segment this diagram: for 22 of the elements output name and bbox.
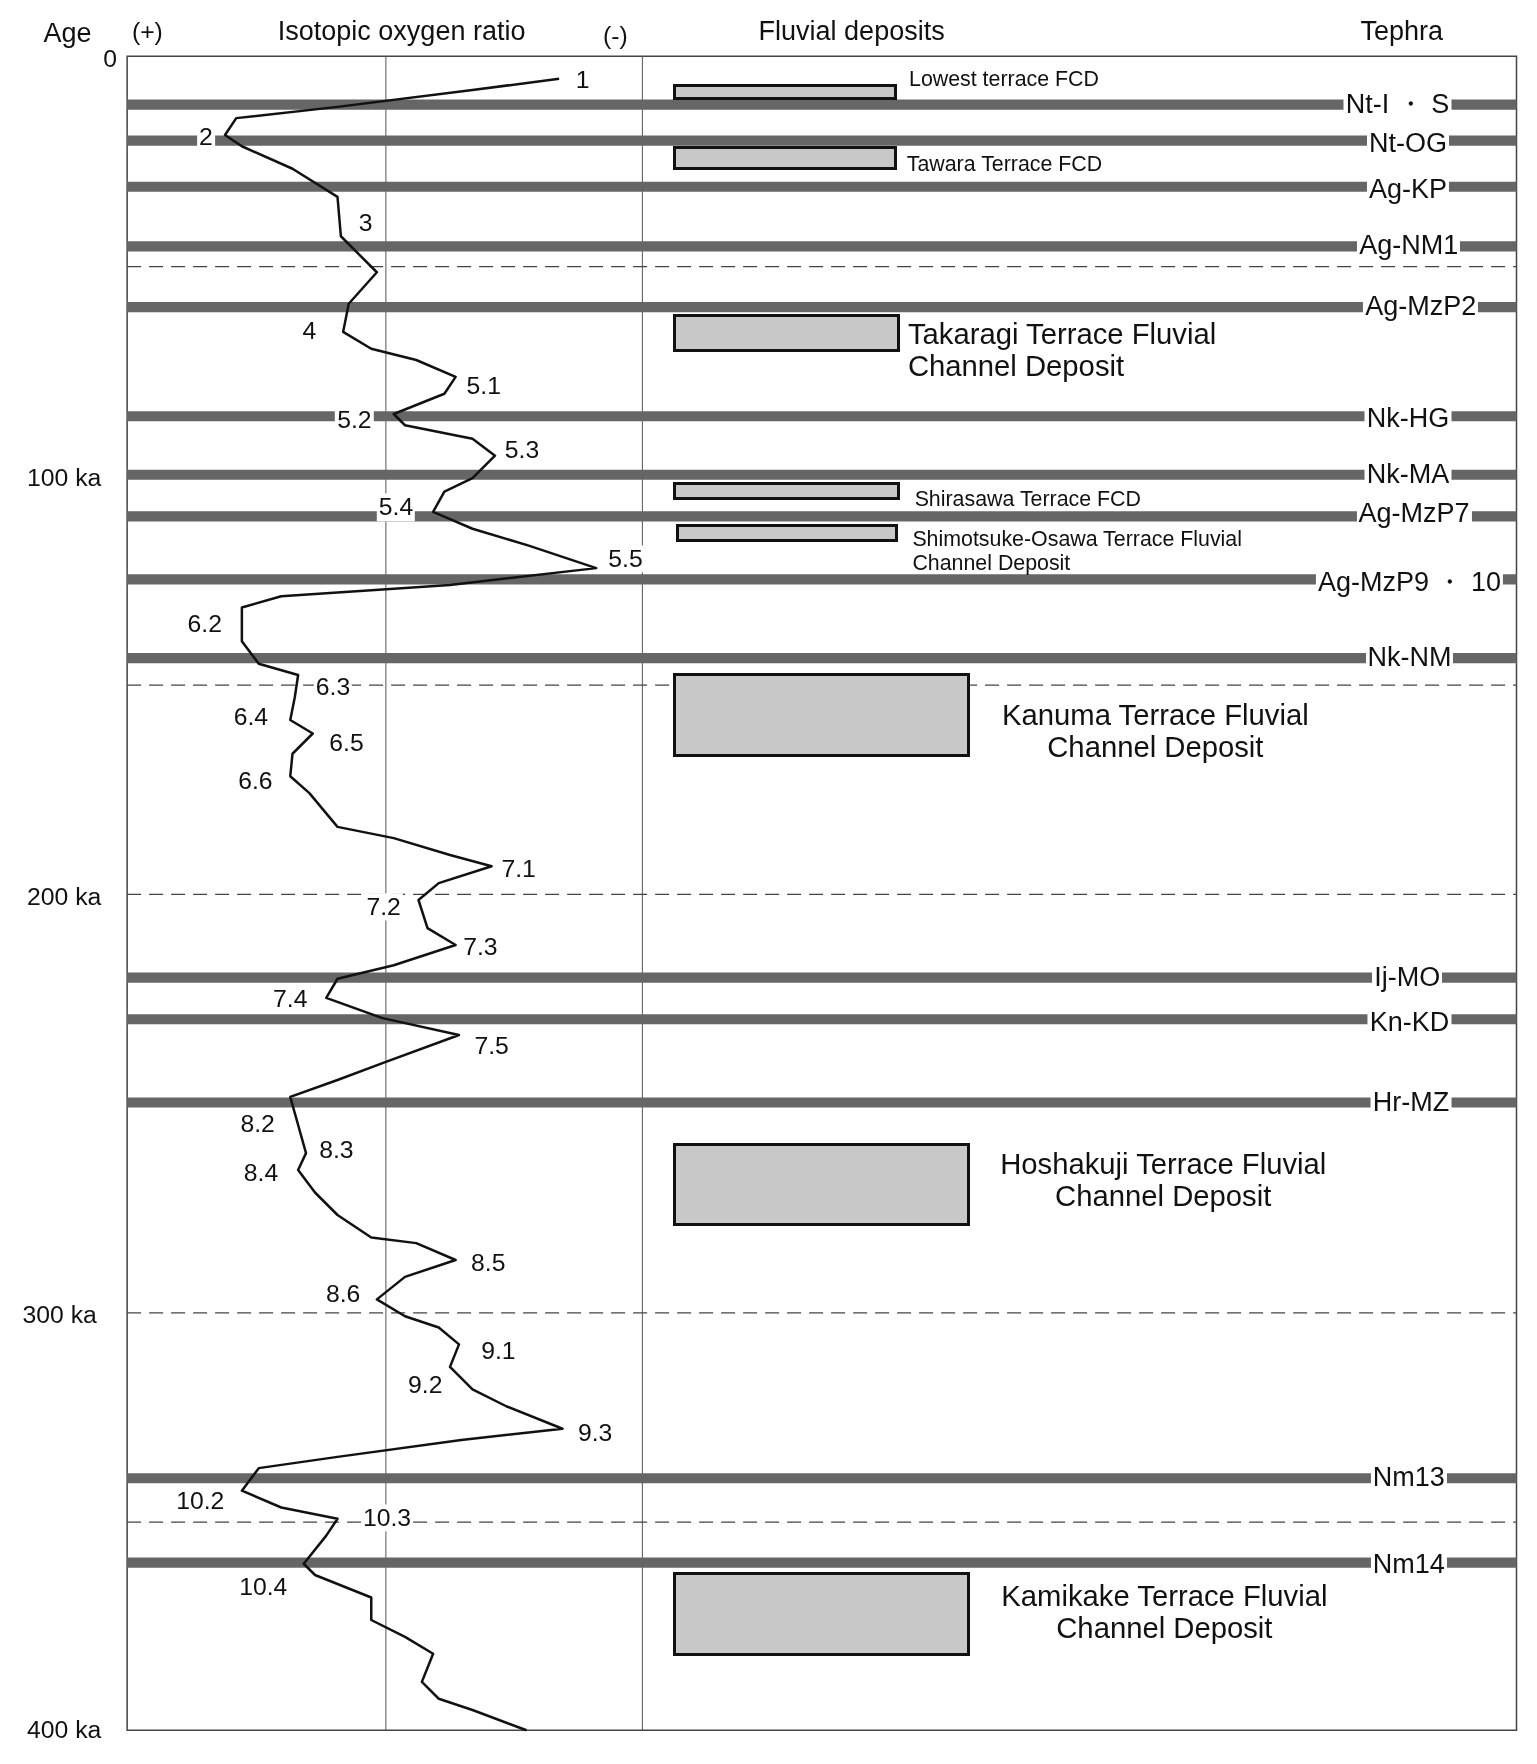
axis-tick-label: 0 [103, 44, 118, 73]
axis-title: Isotopic oxygen ratio [277, 16, 526, 47]
deposit-label: Lowest terrace FCD [909, 68, 1099, 92]
column-heading: Fluvial deposits [758, 16, 945, 47]
stage-number: 5.4 [376, 493, 416, 521]
column-heading: Tephra [1360, 16, 1444, 47]
deposit-label: Tawara Terrace FCD [906, 153, 1103, 178]
age-tick-label: 200 ka [26, 883, 102, 911]
axis-end-label: (-) [603, 22, 628, 50]
deposit-label: Kanuma Terrace Fluvial Channel Deposit [1001, 699, 1310, 764]
deposit-label: Kamikake Terrace Fluvial Channel Deposit [1000, 1579, 1329, 1645]
age-tick-label: 400 ka [26, 1716, 102, 1744]
deposit-label: Shirasawa Terrace FCD [914, 487, 1141, 512]
age-tick-label: 100 ka [26, 464, 102, 492]
stage-number: 5.5 [606, 545, 645, 573]
deposit-label: Hoshakuji Terrace Fluvial Channel Deposit [999, 1147, 1328, 1213]
axis-end-label: (+) [131, 17, 163, 46]
age-tick-label: 300 ka [22, 1301, 97, 1329]
axis-title: Age [43, 18, 92, 49]
deposit-label: Takaragi Terrace Fluvial Channel Deposit [907, 317, 1218, 383]
deposit-label: Shimotsuke-Osawa Terrace Fluvial Channel Deposit [912, 527, 1243, 575]
stage-number: 7.2 [364, 893, 403, 921]
